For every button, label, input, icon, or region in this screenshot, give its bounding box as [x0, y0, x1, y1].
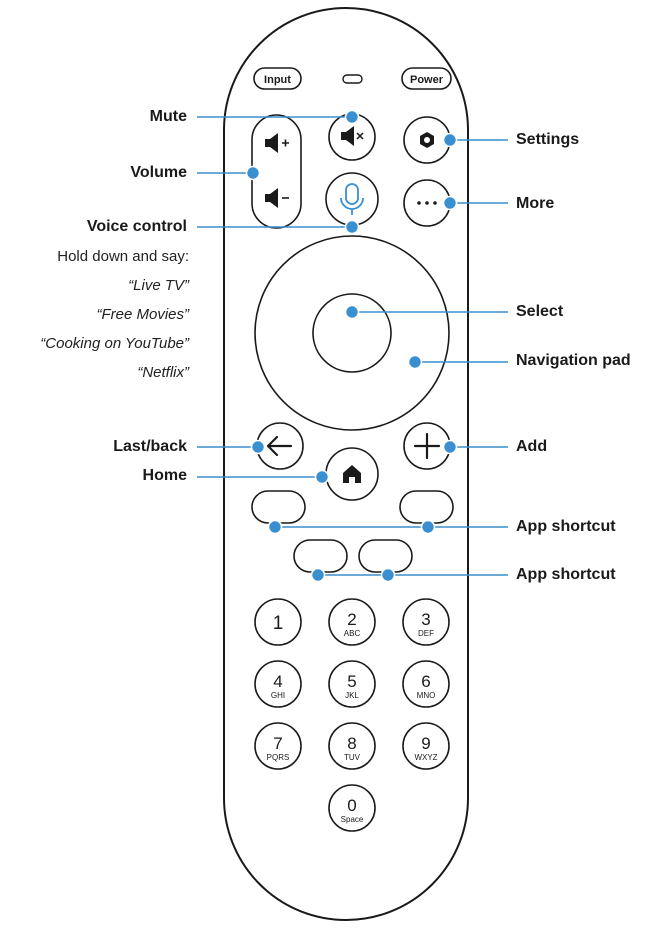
- add-label: Add: [516, 438, 548, 455]
- mute-label: Mute: [149, 108, 187, 125]
- home-icon: [343, 465, 361, 483]
- app-shortcut-button-bottom-left[interactable]: [293, 539, 348, 573]
- key-1-button[interactable]: 1: [254, 598, 302, 646]
- app-shortcut-label-1: App shortcut: [516, 518, 616, 535]
- voice-hint-intro: Hold down and say:: [57, 248, 189, 265]
- key-1-digit: 1: [273, 613, 284, 634]
- gear-icon: [420, 132, 434, 148]
- app-shortcut-label-2: App shortcut: [516, 566, 616, 583]
- power-button-label: Power: [410, 74, 444, 86]
- volume-down-icon: [265, 188, 289, 208]
- voice-button[interactable]: [325, 172, 379, 226]
- plus-icon: [413, 432, 441, 460]
- key-9-letters: WXYZ: [414, 753, 437, 762]
- voice-control-label: Voice control: [86, 218, 187, 235]
- settings-label: Settings: [516, 131, 580, 148]
- microphone-icon: [340, 183, 364, 215]
- voice-hint-example-3: “Cooking on YouTube”: [40, 335, 189, 352]
- back-button[interactable]: [256, 422, 304, 470]
- mute-button[interactable]: [328, 113, 376, 161]
- key-9-digit: 9: [421, 734, 430, 753]
- key-0-digit: 0: [347, 796, 356, 815]
- volume-up-icon: [265, 133, 289, 153]
- key-4-digit: 4: [273, 672, 282, 691]
- navigation-pad-label: Navigation pad: [516, 352, 631, 369]
- power-button[interactable]: Power: [401, 67, 452, 90]
- callout-lines: [197, 116, 508, 576]
- key-8-letters: TUV: [344, 753, 361, 762]
- key-5-letters: JKL: [345, 691, 359, 700]
- volume-label: Volume: [130, 164, 187, 181]
- arrow-left-icon: [266, 435, 293, 457]
- key-6-letters: MNO: [417, 691, 436, 700]
- key-7-letters: PQRS: [267, 753, 290, 762]
- key-4-letters: GHI: [271, 691, 285, 700]
- key-2-digit: 2: [347, 610, 356, 629]
- voice-hint-example-1: “Live TV”: [128, 277, 189, 294]
- input-button[interactable]: Input: [253, 67, 302, 90]
- home-label: Home: [142, 467, 187, 484]
- app-shortcut-button-top-right[interactable]: [399, 490, 454, 524]
- voice-hint-example-4: “Netflix”: [137, 364, 189, 381]
- key-3-digit: 3: [421, 610, 430, 629]
- more-button[interactable]: [403, 179, 451, 227]
- mute-icon: [341, 126, 364, 146]
- volume-rocker[interactable]: [251, 114, 302, 229]
- key-3-letters: DEF: [418, 629, 434, 638]
- ellipsis-icon: [417, 201, 437, 205]
- app-shortcut-button-top-left[interactable]: [251, 490, 306, 524]
- more-label: More: [516, 195, 555, 212]
- key-2-letters: ABC: [344, 629, 361, 638]
- callout-dots: [245, 109, 458, 583]
- key-0-letters: Space: [341, 815, 364, 824]
- select-label: Select: [516, 303, 564, 320]
- key-7-digit: 7: [273, 734, 282, 753]
- key-6-digit: 6: [421, 672, 430, 691]
- status-led: [342, 74, 363, 84]
- key-8-digit: 8: [347, 734, 356, 753]
- settings-button[interactable]: [403, 116, 451, 164]
- home-button[interactable]: [325, 447, 379, 501]
- voice-hint-example-2: “Free Movies”: [96, 306, 189, 323]
- app-shortcut-button-bottom-right[interactable]: [358, 539, 413, 573]
- key-5-digit: 5: [347, 672, 356, 691]
- input-button-label: Input: [264, 74, 291, 86]
- last-back-label: Last/back: [113, 438, 187, 455]
- select-button[interactable]: [312, 293, 392, 373]
